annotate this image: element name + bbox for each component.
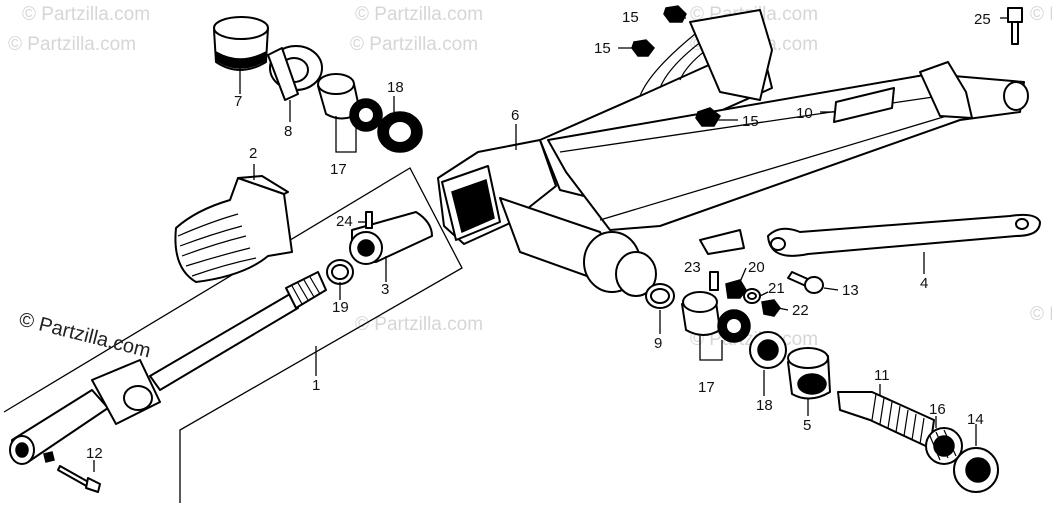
callout-5: 5: [803, 417, 811, 434]
watermark-text: © Partzilla.com: [355, 4, 483, 25]
callout-19: 19: [332, 299, 349, 316]
callout-18: 18: [756, 397, 773, 414]
part-11-spline-shaft: [837, 391, 935, 449]
part-18-bearing-lower: [717, 309, 787, 369]
part-10-label: [833, 87, 895, 123]
callout-15: 15: [594, 40, 611, 57]
part-1-drive-shaft: [9, 271, 327, 465]
callout-7: 7: [234, 93, 242, 110]
part-14-cap: [953, 447, 999, 493]
callout-14: 14: [967, 411, 984, 428]
part-13-bolt: [787, 271, 824, 294]
part-22-nut: [761, 299, 781, 317]
part-5-cup: [787, 347, 831, 400]
callout-8: 8: [284, 123, 292, 140]
callout-13: 13: [842, 282, 859, 299]
callout-25: 25: [974, 11, 991, 28]
part-2-rubber-boot: [174, 175, 293, 283]
watermark-text: © Partzilla.com: [1030, 4, 1052, 25]
callout-10: 10: [796, 105, 813, 122]
callout-12: 12: [86, 445, 103, 462]
callout-21: 21: [768, 280, 785, 297]
part-8-seal: [267, 45, 323, 101]
callout-15: 15: [622, 9, 639, 26]
part-25-bolt: [1007, 7, 1023, 45]
watermark-text: © Partzilla.com: [355, 314, 483, 335]
part-17-bearing-race-lower: [681, 291, 721, 336]
partzilla-credit: © Partzilla.com: [17, 309, 153, 363]
part-21-washer: [743, 288, 761, 304]
callout-20: 20: [748, 259, 765, 276]
part-20-nut: [725, 279, 747, 299]
part-6-swing-arm: [437, 9, 1029, 297]
callout-23: 23: [684, 259, 701, 276]
callout-3: 3: [381, 281, 389, 298]
callout-16: 16: [929, 401, 946, 418]
callout-4: 4: [920, 275, 928, 292]
part-4-torque-link: [767, 213, 1041, 257]
callout-1: 1: [312, 377, 320, 394]
part-18-bearing-upper: [349, 98, 423, 153]
watermark-text: © Partzilla.com: [1030, 304, 1052, 325]
callout-2: 2: [249, 145, 257, 162]
part-7-cap: [213, 16, 269, 71]
callout-17: 17: [698, 379, 715, 396]
callout-15: 15: [742, 113, 759, 130]
callout-6: 6: [511, 107, 519, 124]
callout-9: 9: [654, 335, 662, 352]
part-3-yoke: [326, 211, 433, 285]
callout-11: 11: [874, 367, 890, 384]
callout-17: 17: [330, 161, 347, 178]
part-16-needle-bearing: [925, 427, 963, 465]
watermark-text: © Partzilla.com: [8, 34, 136, 55]
watermark-text: © Partzilla.com: [350, 34, 478, 55]
part-12-bolt: [57, 465, 101, 493]
leader-lines: [93, 17, 1008, 472]
callout-24: 24: [336, 213, 353, 230]
part-9-o-ring: [645, 283, 675, 309]
part-17-bearing-race-upper: [317, 73, 361, 120]
callout-labels: 7 8 17 18 2 24 3 19 1 12 6 15 15 15 25 1…: [86, 9, 991, 462]
callout-22: 22: [792, 302, 809, 319]
watermark-text: © Partzilla.com: [22, 4, 150, 25]
callout-18: 18: [387, 79, 404, 96]
part-23-bolt: [709, 271, 719, 291]
